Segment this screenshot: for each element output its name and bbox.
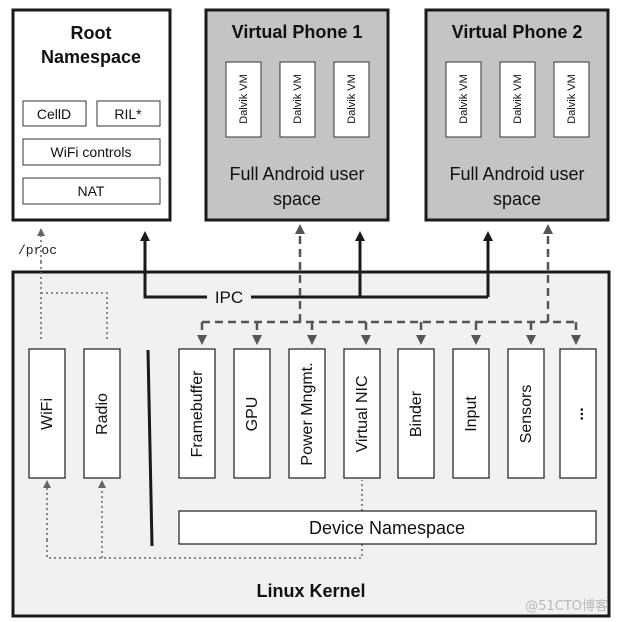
phone1-desc-line2: space xyxy=(273,189,321,209)
driver-more: ... xyxy=(570,407,587,420)
watermark: @51CTO博客 xyxy=(525,598,608,614)
device-dashed-connector xyxy=(197,236,581,345)
phone1-dalvik-vm-2: Dalvik VM xyxy=(292,74,304,124)
phone2-title: Virtual Phone 2 xyxy=(452,22,583,42)
virtual-phone-1-box: Virtual Phone 1 Dalvik VM Dalvik VM Dalv… xyxy=(204,8,390,222)
phone1-title: Virtual Phone 1 xyxy=(232,22,363,42)
root-drivers: WiFi Radio xyxy=(28,348,121,479)
virtual-phone-2-box: Virtual Phone 2 Dalvik VM Dalvik VM Dalv… xyxy=(424,8,610,222)
proc-label: /proc xyxy=(18,243,57,258)
phone1-dalvik-vm-3: Dalvik VM xyxy=(346,74,358,124)
driver-virtual-nic: Virtual NIC xyxy=(354,375,371,452)
phone1-desc-line1: Full Android user xyxy=(229,164,364,184)
celld-label: CellD xyxy=(37,106,71,122)
nat-label: NAT xyxy=(78,183,105,199)
phone2-dalvik-vm-2: Dalvik VM xyxy=(512,74,524,124)
root-title-line2: Namespace xyxy=(41,47,141,67)
device-namespace-box xyxy=(178,510,597,545)
ipc-connector xyxy=(140,231,493,299)
wifi-controls-label: WiFi controls xyxy=(51,144,132,160)
root-title-line1: Root xyxy=(71,23,112,43)
driver-binder: Binder xyxy=(408,390,425,437)
phone2-dalvik-vm-1: Dalvik VM xyxy=(458,74,470,124)
phone2-dalvik-vm-3: Dalvik VM xyxy=(566,74,578,124)
phone2-desc-line2: space xyxy=(493,189,541,209)
device-namespace-label: Device Namespace xyxy=(309,518,465,538)
driver-wifi: WiFi xyxy=(39,398,56,430)
linux-kernel-title: Linux Kernel xyxy=(256,581,365,601)
root-namespace-box: Root Namespace CellD RIL* WiFi controls … xyxy=(11,8,172,222)
driver-power-mngmt: Power Mngmt. xyxy=(299,362,316,465)
device-drivers: Framebuffer GPU Power Mngmt. Virtual NIC… xyxy=(178,348,597,479)
phone2-desc-line1: Full Android user xyxy=(449,164,584,184)
ril-label: RIL* xyxy=(114,106,142,122)
driver-input: Input xyxy=(463,396,480,432)
phone1-dalvik-vm-1: Dalvik VM xyxy=(238,74,250,124)
driver-framebuffer: Framebuffer xyxy=(189,370,206,458)
driver-radio: Radio xyxy=(94,393,111,435)
driver-sensors: Sensors xyxy=(518,385,535,444)
driver-gpu: GPU xyxy=(244,397,261,432)
kernel-separator xyxy=(146,349,154,547)
ipc-label: IPC xyxy=(215,288,243,307)
